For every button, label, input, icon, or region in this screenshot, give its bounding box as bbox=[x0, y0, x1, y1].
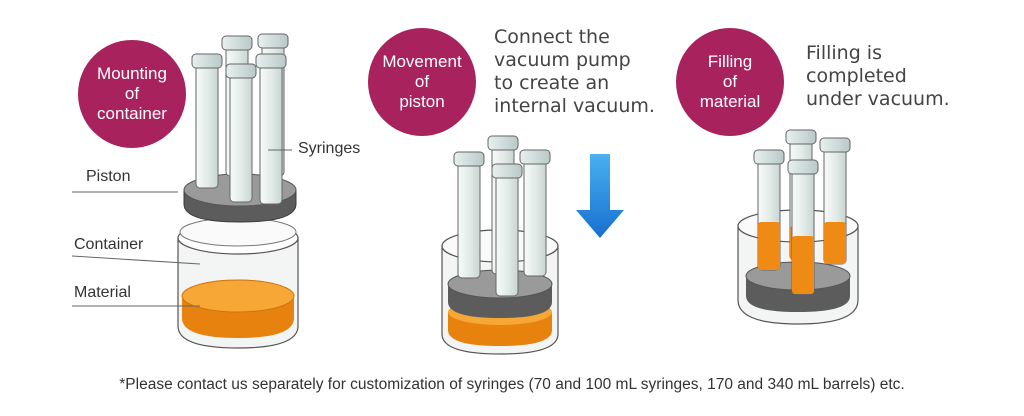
container-label: Container bbox=[74, 236, 144, 253]
step3-badge-line1: Filling bbox=[707, 52, 753, 71]
step3-badge-line2: of bbox=[722, 72, 738, 91]
down-arrow-icon bbox=[576, 154, 624, 238]
step2-illustration bbox=[441, 135, 624, 355]
piston-label: Piston bbox=[86, 168, 131, 185]
material-label: Material bbox=[74, 284, 131, 301]
step2-description-line1: Connect the bbox=[494, 26, 610, 48]
step1-badge-line2: of bbox=[124, 84, 140, 103]
step2-description: Connect the vacuum pump to create an int… bbox=[494, 26, 655, 118]
syringe-group bbox=[191, 33, 289, 205]
material-layer bbox=[181, 279, 295, 338]
step1-badge-line3: container bbox=[97, 104, 167, 123]
step2-description-line2: vacuum pump bbox=[494, 49, 631, 71]
step2-badge-line1: Movement bbox=[382, 52, 462, 71]
step1-illustration bbox=[71, 33, 299, 349]
step1-badge: Mounting of container bbox=[78, 40, 186, 148]
syringe-group-3 bbox=[753, 129, 851, 295]
step2-badge-line3: piston bbox=[399, 92, 445, 111]
syringes-label: Syringes bbox=[298, 140, 361, 157]
step3-description-line2: completed bbox=[806, 65, 907, 87]
step2-badge-line2: of bbox=[414, 72, 430, 91]
footnote: *Please contact us separately for custom… bbox=[119, 376, 905, 393]
syringe-group-2 bbox=[453, 135, 551, 297]
step3-badge: Filling of material bbox=[676, 28, 784, 136]
step3-badge-line3: material bbox=[699, 92, 761, 111]
step2-badge: Movement of piston bbox=[368, 28, 476, 136]
step3-description-line1: Filling is bbox=[806, 42, 882, 64]
step3-description: Filling is completed under vacuum. bbox=[806, 42, 950, 111]
step1-badge-line1: Mounting bbox=[97, 64, 167, 83]
step2-description-line3: to create an bbox=[494, 72, 610, 94]
step3-illustration bbox=[737, 129, 859, 325]
step3-description-line3: under vacuum. bbox=[806, 88, 950, 110]
leader-lines bbox=[71, 149, 292, 307]
step2-description-line4: internal vacuum. bbox=[494, 95, 655, 117]
